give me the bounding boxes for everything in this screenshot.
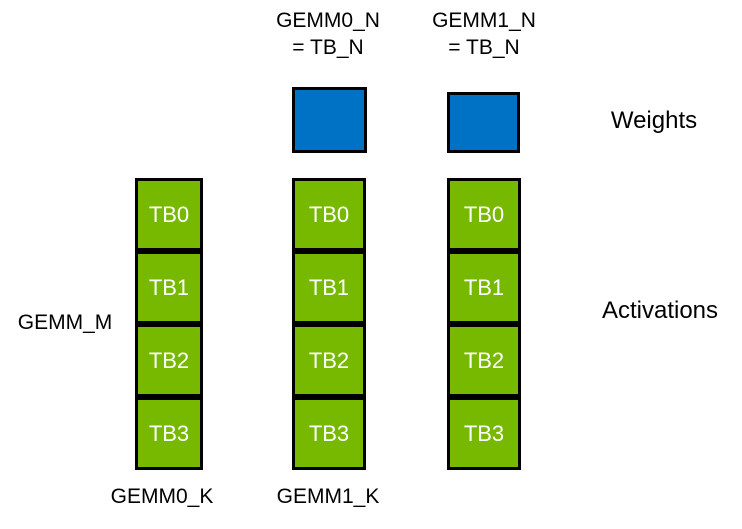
weights-label: Weights bbox=[610, 107, 698, 134]
tb-cell: TB1 bbox=[292, 251, 366, 324]
tb-cell: TB0 bbox=[447, 178, 521, 251]
activations-label: Activations bbox=[601, 297, 719, 324]
tb-cell-label: TB2 bbox=[148, 347, 190, 373]
gemm0-n-header: GEMM0_N = TB_N bbox=[258, 7, 398, 61]
tb-cell: TB1 bbox=[447, 251, 521, 324]
weights-block-0 bbox=[292, 87, 367, 153]
gemm0-k-label: GEMM0_K bbox=[110, 485, 214, 508]
tb-cell-label: TB3 bbox=[308, 420, 350, 446]
tb-cell-label: TB3 bbox=[463, 420, 505, 446]
gemm-m-label: GEMM_M bbox=[17, 311, 113, 334]
tb-cell: TB3 bbox=[135, 397, 203, 470]
gemm1-n-header: GEMM1_N = TB_N bbox=[414, 7, 554, 61]
tb-cell-label: TB0 bbox=[308, 201, 350, 227]
activation-column-0: TB0 TB1 TB2 TB3 bbox=[135, 178, 203, 470]
tb-cell: TB2 bbox=[292, 324, 366, 397]
tb-cell-label: TB1 bbox=[308, 274, 350, 300]
tb-cell-label: TB1 bbox=[148, 274, 190, 300]
activation-column-2: TB0 TB1 TB2 TB3 bbox=[447, 178, 521, 470]
gemm1-n-header-line2: = TB_N bbox=[448, 36, 520, 59]
tb-cell: TB1 bbox=[135, 251, 203, 324]
tb-cell-label: TB1 bbox=[463, 274, 505, 300]
gemm0-n-header-line1: GEMM0_N bbox=[276, 9, 380, 32]
gemm1-n-header-line1: GEMM1_N bbox=[432, 9, 536, 32]
tb-cell-label: TB0 bbox=[463, 201, 505, 227]
tb-cell: TB0 bbox=[135, 178, 203, 251]
tb-cell-label: TB2 bbox=[463, 347, 505, 373]
tb-cell-label: TB0 bbox=[148, 201, 190, 227]
gemm1-k-label: GEMM1_K bbox=[276, 485, 380, 508]
tb-cell-label: TB2 bbox=[308, 347, 350, 373]
weights-block-1 bbox=[447, 92, 520, 153]
tb-cell: TB0 bbox=[292, 178, 366, 251]
tb-cell: TB3 bbox=[292, 397, 366, 470]
tb-cell-label: TB3 bbox=[148, 420, 190, 446]
gemm0-n-header-line2: = TB_N bbox=[292, 36, 364, 59]
activation-column-1: TB0 TB1 TB2 TB3 bbox=[292, 178, 366, 470]
tb-cell: TB2 bbox=[447, 324, 521, 397]
tb-cell: TB3 bbox=[447, 397, 521, 470]
tb-cell: TB2 bbox=[135, 324, 203, 397]
